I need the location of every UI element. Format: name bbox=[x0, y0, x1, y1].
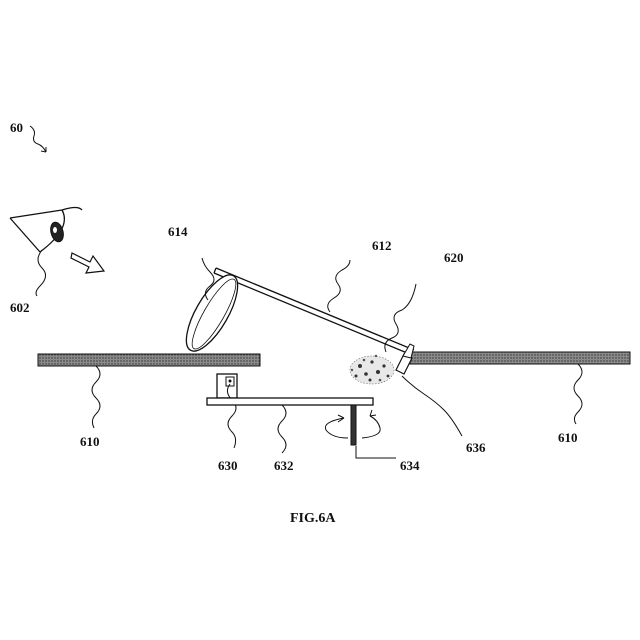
shaft bbox=[351, 405, 356, 445]
right-platform bbox=[410, 352, 630, 364]
left-platform-label: 610 bbox=[80, 434, 100, 449]
rotation-arrow-right-icon bbox=[362, 416, 380, 438]
rotation-arrowhead-right bbox=[370, 410, 376, 416]
shaft-leader bbox=[356, 446, 396, 458]
mirror-leader bbox=[328, 260, 350, 312]
mirror-label: 612 bbox=[372, 238, 392, 253]
eye-leader bbox=[36, 250, 46, 296]
shaft-label: 634 bbox=[400, 458, 420, 473]
view-arrow-icon bbox=[71, 253, 104, 273]
particles-label: 620 bbox=[444, 250, 464, 265]
eye-icon bbox=[10, 208, 82, 253]
left-platform-leader bbox=[92, 366, 100, 428]
particles-leader bbox=[385, 284, 416, 352]
right-platform-leader bbox=[574, 364, 582, 424]
system-label: 60 bbox=[10, 120, 23, 135]
lens bbox=[177, 268, 248, 358]
arm-label: 632 bbox=[274, 458, 294, 473]
figure-caption: FIG.6A bbox=[290, 511, 336, 526]
nozzle bbox=[396, 344, 414, 374]
arm-leader bbox=[278, 405, 286, 453]
camera bbox=[217, 374, 237, 398]
camera-label: 630 bbox=[218, 458, 238, 473]
mirror bbox=[214, 268, 414, 355]
rotation-arrow-left-icon bbox=[325, 418, 348, 438]
particles bbox=[350, 355, 394, 384]
lens-label: 614 bbox=[168, 224, 188, 239]
eye-label: 602 bbox=[10, 300, 30, 315]
left-platform bbox=[38, 354, 260, 366]
system-squiggle bbox=[30, 126, 46, 152]
arm bbox=[207, 398, 373, 405]
nozzle-leader bbox=[402, 376, 462, 436]
right-platform-label: 610 bbox=[558, 430, 578, 445]
nozzle-label: 636 bbox=[466, 440, 486, 455]
